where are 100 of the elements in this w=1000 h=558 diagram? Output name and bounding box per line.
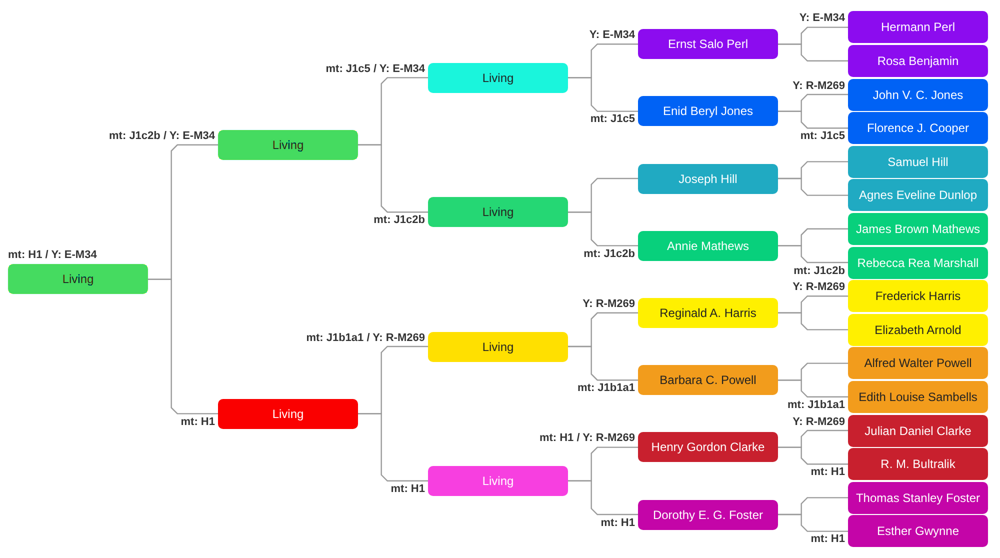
person-name: R. M. Bultralik bbox=[880, 457, 956, 472]
person-name: Rosa Benjamin bbox=[877, 54, 959, 68]
person-name: Living bbox=[62, 272, 94, 286]
person-box bbox=[848, 314, 988, 346]
connector-line bbox=[778, 380, 848, 398]
connector-line bbox=[778, 44, 848, 62]
person-name: Rebecca Rea Marshall bbox=[857, 256, 979, 270]
person-box bbox=[428, 332, 568, 362]
haplogroup-label: mt: H1 bbox=[390, 482, 425, 495]
person-box bbox=[218, 130, 358, 160]
person-name: Julian Daniel Clarke bbox=[864, 424, 972, 438]
person-box bbox=[638, 230, 778, 261]
connector-line bbox=[568, 77, 638, 112]
person-box bbox=[848, 179, 988, 212]
person-box bbox=[848, 280, 988, 312]
person-box bbox=[848, 112, 988, 144]
person-box bbox=[218, 398, 358, 429]
person-name: Thomas Stanley Foster bbox=[856, 490, 980, 505]
person-box bbox=[848, 44, 988, 77]
person-name: Living bbox=[482, 70, 514, 85]
connector-line bbox=[148, 278, 218, 414]
haplogroup-label: mt: J1c5 / Y: E-M34 bbox=[326, 62, 425, 75]
connector-line bbox=[358, 144, 428, 213]
person-box bbox=[848, 212, 988, 245]
person-box bbox=[638, 96, 778, 126]
haplogroup-label: Y: R-M269 bbox=[792, 416, 845, 428]
connector-line bbox=[778, 312, 848, 330]
haplogroup-label: Y: E-M34 bbox=[799, 12, 845, 24]
connector-line bbox=[568, 212, 638, 246]
haplogroup-label: mt: H1 bbox=[180, 416, 215, 428]
person-name: Dorothy E. G. Foster bbox=[652, 508, 764, 522]
person-box bbox=[848, 380, 988, 413]
haplogroup-label: mt: J1c5 bbox=[800, 130, 845, 142]
person-name: Barbara C. Powell bbox=[660, 373, 756, 388]
person-box bbox=[8, 264, 148, 294]
haplogroup-label: mt: J1c5 bbox=[590, 113, 635, 126]
person-box bbox=[848, 347, 988, 380]
person-box bbox=[638, 29, 778, 60]
person-name: Living bbox=[482, 474, 514, 488]
person-name: Esther Gwynne bbox=[876, 524, 960, 538]
person-box bbox=[848, 482, 988, 514]
person-box bbox=[638, 164, 778, 194]
person-box bbox=[848, 448, 988, 480]
haplogroup-label: mt: J1c2b bbox=[584, 248, 635, 260]
person-box bbox=[638, 500, 778, 530]
person-name: Frederick Harris bbox=[875, 289, 961, 304]
haplogroup-label: mt: H1 / Y: E-M34 bbox=[8, 249, 97, 262]
person-name: Florence J. Cooper bbox=[866, 121, 970, 136]
haplogroup-label: Y: R-M269 bbox=[792, 80, 845, 92]
person-name: Living bbox=[272, 138, 304, 152]
connector-line bbox=[358, 413, 428, 482]
person-name: Hermann Perl bbox=[880, 20, 956, 34]
haplogroup-label: mt: H1 bbox=[810, 533, 845, 546]
haplogroup-label: mt: J1c2b bbox=[794, 264, 845, 276]
person-box bbox=[428, 197, 568, 228]
haplogroup-label: mt: J1b1a1 bbox=[578, 382, 635, 394]
person-name: Henry Gordon Clarke bbox=[651, 440, 765, 454]
person-box bbox=[848, 414, 988, 446]
person-box bbox=[848, 78, 988, 110]
person-box bbox=[638, 298, 778, 328]
person-name: Annie Mathews bbox=[666, 238, 750, 253]
person-box bbox=[428, 466, 568, 496]
person-box bbox=[848, 11, 988, 44]
person-name: Reginald A. Harris bbox=[660, 306, 756, 320]
haplogroup-label: mt: H1 bbox=[600, 516, 635, 528]
person-name: Enid Beryl Jones bbox=[662, 104, 754, 118]
person-box bbox=[848, 146, 988, 178]
person-name: Agnes Eveline Dunlop bbox=[858, 188, 978, 202]
connector-line bbox=[778, 245, 848, 264]
person-name: Alfred Walter Powell bbox=[864, 356, 972, 370]
person-box bbox=[428, 62, 568, 93]
person-box bbox=[848, 246, 988, 278]
haplogroup-label: Y: R-M269 bbox=[792, 281, 845, 294]
person-name: Living bbox=[272, 406, 304, 421]
connector-line bbox=[778, 446, 848, 465]
person-name: Ernst Salo Perl bbox=[668, 37, 748, 52]
haplogroup-label: mt: J1c2b / Y: E-M34 bbox=[109, 130, 215, 142]
person-name: John V. C. Jones bbox=[872, 88, 964, 102]
person-name: Samuel Hill bbox=[888, 154, 948, 169]
connector-line bbox=[778, 514, 848, 532]
haplogroup-label: mt: H1 bbox=[810, 466, 845, 478]
person-name: Living bbox=[482, 205, 514, 220]
haplogroup-label: mt: J1c2b bbox=[374, 214, 425, 226]
person-name: Edith Louise Sambells bbox=[858, 390, 978, 404]
haplogroup-label: mt: J1b1a1 bbox=[788, 398, 845, 411]
person-name: Elizabeth Arnold bbox=[874, 322, 962, 337]
haplogroup-label: Y: E-M34 bbox=[589, 29, 635, 42]
haplogroup-label: Y: R-M269 bbox=[582, 298, 635, 310]
connector-line bbox=[778, 110, 848, 129]
connector-line bbox=[568, 346, 638, 381]
person-box bbox=[638, 432, 778, 462]
haplogroup-label: mt: H1 / Y: R-M269 bbox=[539, 432, 635, 444]
person-name: James Brown Mathews bbox=[856, 222, 980, 236]
connector-line bbox=[568, 480, 638, 516]
person-name: Joseph Hill bbox=[678, 172, 738, 186]
haplogroup-label: mt: J1b1a1 / Y: R-M269 bbox=[306, 332, 425, 344]
person-box bbox=[848, 515, 988, 548]
connector-line bbox=[778, 178, 848, 196]
person-box bbox=[638, 365, 778, 396]
person-name: Living bbox=[482, 340, 514, 354]
